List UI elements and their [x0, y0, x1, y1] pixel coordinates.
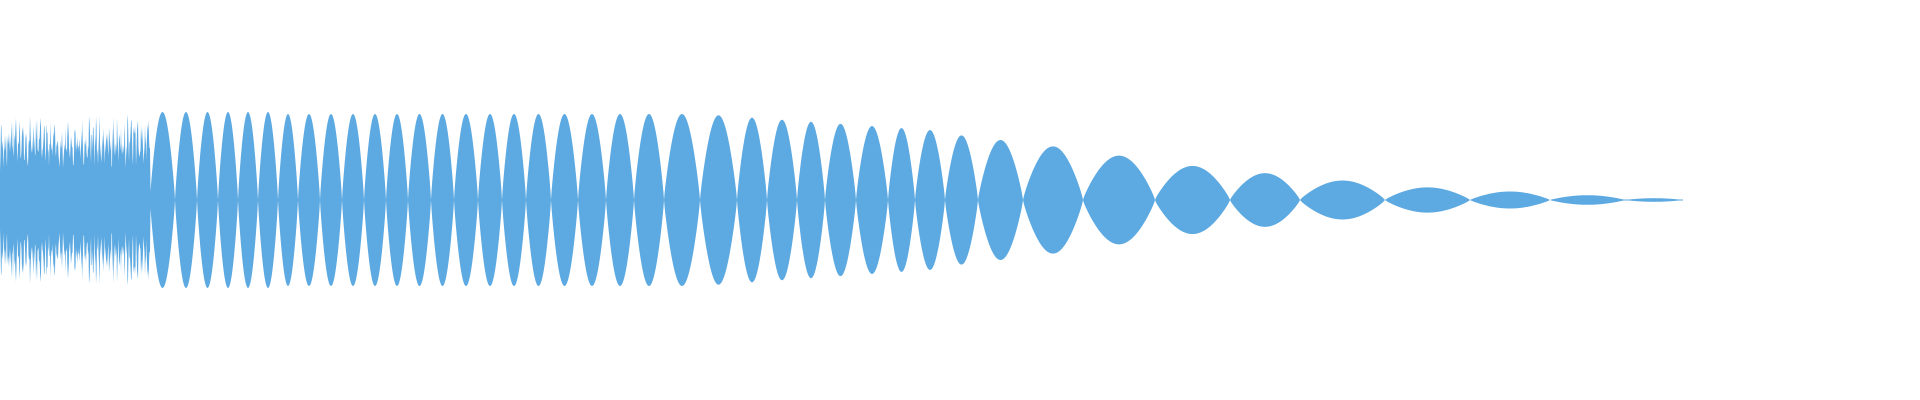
waveform-shape — [0, 112, 1683, 288]
waveform-fill — [0, 112, 1683, 288]
